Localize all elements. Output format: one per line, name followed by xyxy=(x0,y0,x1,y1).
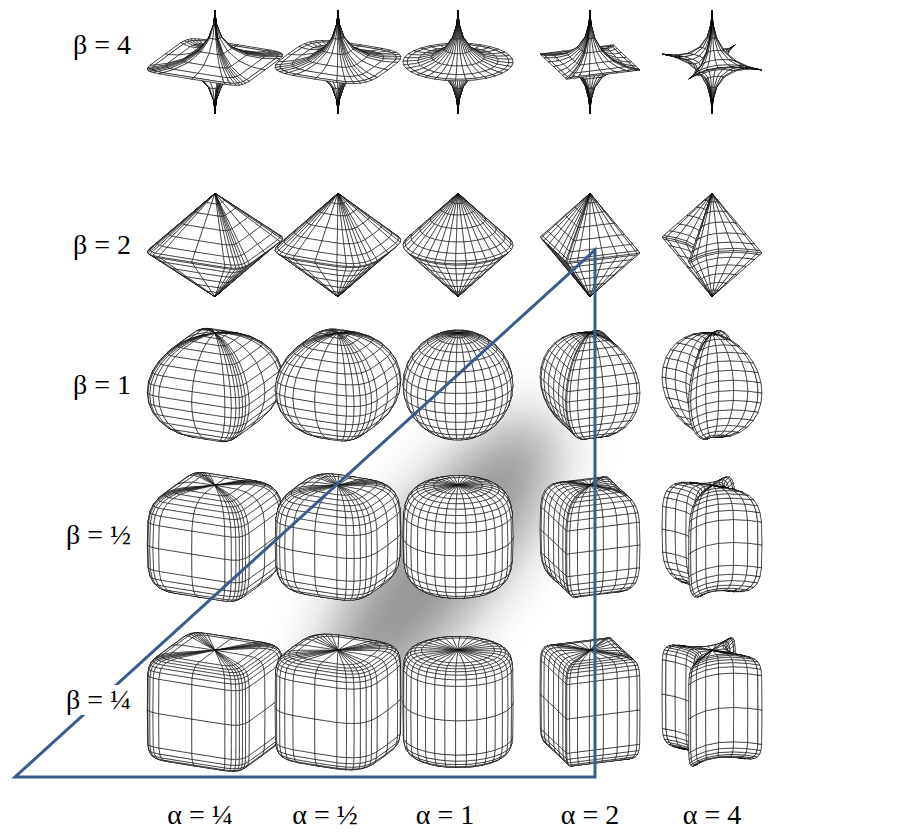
surface-patch xyxy=(456,74,466,79)
surface-patch xyxy=(346,82,354,84)
surface-patch xyxy=(403,61,408,65)
shapes xyxy=(147,10,762,771)
surface-patch xyxy=(445,79,456,81)
surface-patch xyxy=(456,79,467,81)
superquadric-shape xyxy=(147,10,282,113)
superquadric-shape xyxy=(540,10,640,113)
surface-patch xyxy=(383,55,396,57)
superquadric-shape xyxy=(275,10,401,113)
superquadric-shape xyxy=(403,10,513,113)
